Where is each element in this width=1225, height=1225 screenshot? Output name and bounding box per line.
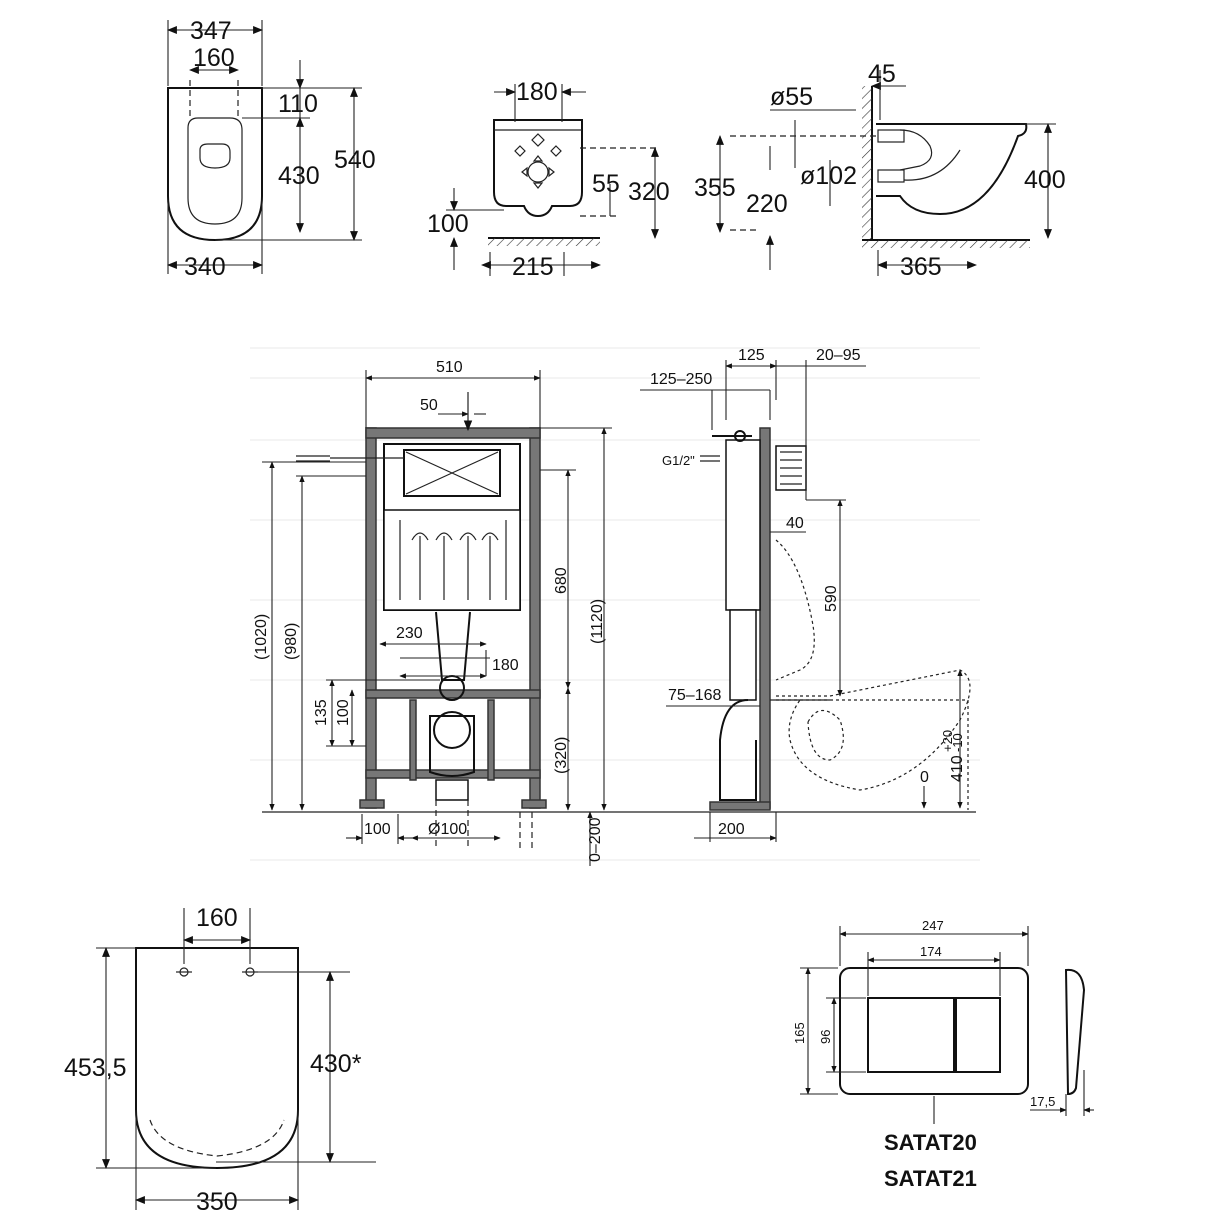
dim-135: 135: [313, 699, 330, 726]
dim-17-5: 17,5: [1030, 1094, 1055, 1109]
flush-plate-outline: [839, 967, 1029, 1095]
dim-dia-102: ø102: [800, 162, 857, 190]
dim-200-side: 200: [718, 821, 745, 838]
dim-180-frame: 180: [492, 657, 519, 674]
dim-174: 174: [920, 944, 942, 959]
dim-125-side: 125: [738, 347, 765, 364]
frame-side-view: [700, 427, 971, 811]
dim-347: 347: [190, 17, 232, 45]
frame-front-view: [296, 392, 547, 809]
dim-100-base: 100: [364, 821, 391, 838]
dim-160-seat: 160: [196, 904, 238, 932]
dim-247: 247: [922, 918, 944, 933]
dim-215: 215: [512, 253, 554, 281]
dim-75-168: 75–168: [668, 687, 721, 704]
toilet-side-outline: [876, 123, 1028, 216]
dim-365: 365: [900, 253, 942, 281]
flush-plate-drawing: 247 174 165 96 17,5 SATAT20 SATAT21: [792, 918, 1094, 1191]
toilet-seat-drawing: 160 453,5 430* 350: [64, 904, 376, 1216]
model-satat21: SATAT21: [884, 1166, 977, 1191]
toilet-rear-outline: [493, 119, 583, 218]
dim-1020: (1020): [253, 614, 270, 660]
flush-button-large: [867, 997, 955, 1073]
tol-plus: +20: [940, 730, 955, 752]
dim-230: 230: [396, 625, 423, 642]
dim-125-250: 125–250: [650, 371, 712, 388]
tol-minus: -10: [950, 733, 965, 752]
dim-50: 50: [420, 397, 438, 414]
dim-355: 355: [694, 174, 736, 202]
dim-55-rear: 55: [592, 170, 620, 198]
dim-453-5: 453,5: [64, 1054, 127, 1082]
dim-430-top: 430: [278, 162, 320, 190]
dim-220: 220: [746, 190, 788, 218]
dim-100-rear: 100: [427, 210, 469, 238]
dim-dia-100: Ø100: [428, 821, 467, 838]
toilet-side-view: 45 ø55 ø102 355 220 400 365: [694, 60, 1066, 281]
seat-outline: [135, 947, 299, 1170]
dim-40: 40: [786, 515, 804, 532]
dim-96: 96: [818, 1030, 833, 1044]
dim-180-top: 180: [516, 78, 558, 106]
dim-340: 340: [184, 253, 226, 281]
dim-510: 510: [436, 359, 463, 376]
dim-100-frame: 100: [335, 699, 352, 726]
dim-165: 165: [792, 1022, 807, 1044]
toilet-seat-outline: [187, 117, 243, 225]
toilet-top-view: 347 160 110 430 540 340: [167, 17, 376, 281]
dim-320-frame: (320): [553, 737, 570, 774]
dim-590: 590: [823, 585, 840, 612]
flush-button-small: [955, 997, 1001, 1073]
dim-1120: (1120): [589, 599, 606, 644]
dim-400: 400: [1024, 166, 1066, 194]
dim-20-95: 20–95: [816, 347, 861, 364]
label-zero: 0: [920, 769, 929, 786]
dim-980: (980): [283, 623, 300, 660]
dim-430-seat: 430*: [310, 1050, 362, 1078]
toilet-rear-view: 180 55 320 100 215: [427, 78, 670, 281]
dim-0-200: 0–200: [587, 817, 604, 862]
label-g12: G1/2": [662, 453, 695, 468]
installation-frame-drawing: 510 50 (1020) (980) 230 180 135 100 680 …: [250, 347, 980, 866]
model-satat20: SATAT20: [884, 1130, 977, 1155]
toilet-bowl-outline: [167, 87, 263, 242]
toilet-opening: [199, 143, 231, 169]
dim-350: 350: [196, 1188, 238, 1216]
dim-680: 680: [553, 567, 570, 594]
dim-110: 110: [278, 90, 318, 118]
dim-410: 410: [949, 755, 966, 782]
dim-160-top: 160: [193, 44, 235, 72]
dim-dia-55: ø55: [770, 83, 813, 111]
toilet-dashed-outline: [775, 539, 971, 791]
dim-45: 45: [868, 60, 896, 88]
dim-320-rear: 320: [628, 178, 670, 206]
dim-540: 540: [334, 146, 376, 174]
